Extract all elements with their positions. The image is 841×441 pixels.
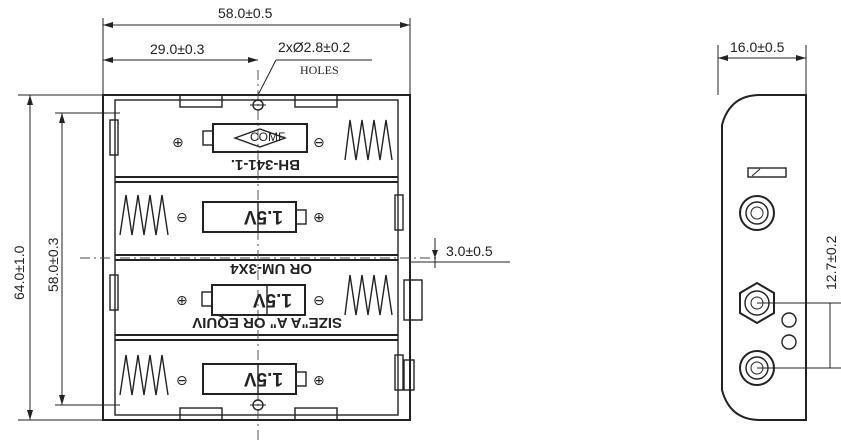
cell-2: ⊖ 1.5V ⊕ — [176, 201, 325, 233]
plus-symbol: ⊕ — [172, 134, 184, 150]
cell-voltage: 1.5V — [244, 206, 283, 227]
minus-symbol: ⊖ — [313, 292, 325, 308]
cell-1: ⊕ COMF ⊖ BH-341-1. — [172, 123, 325, 173]
holes-label: 2xØ2.8±0.2 — [278, 39, 350, 55]
side-terminal-upper — [739, 195, 775, 231]
overall-height-dimension: 64.0±1.0 — [11, 94, 103, 421]
overall-width-dimension: 58.0±0.5 — [102, 5, 411, 95]
springs — [119, 119, 393, 396]
logo-text: COMF — [250, 130, 285, 144]
cell-voltage: 1.5V — [253, 289, 292, 310]
front-view: 58.0±0.5 29.0±0.3 2xØ2.8±0.2 HOLES 64.0±… — [11, 5, 510, 441]
spring-4 — [119, 354, 169, 396]
holder-body — [102, 94, 423, 421]
or-text: OR UM-3X4 — [230, 260, 312, 277]
part-number: BH-341-1. — [231, 156, 300, 173]
depth-label: 16.0±0.5 — [730, 39, 785, 55]
size-text: SIZE"A A" OR EQUIV — [192, 314, 342, 331]
cell-voltage: 1.5V — [244, 368, 283, 389]
terminal-offset-dimension: 3.0±0.5 — [410, 238, 510, 268]
inner-height-dimension: 58.0±0.3 — [45, 112, 120, 406]
depth-dimension: 16.0±0.5 — [717, 39, 807, 95]
cell-3: OR UM-3X4 ⊕ 1.5V ⊖ SIZE"A A" OR EQUIV — [176, 260, 342, 331]
minus-symbol: ⊖ — [176, 372, 188, 388]
side-slot — [747, 167, 787, 178]
minus-symbol: ⊖ — [313, 134, 325, 150]
plus-symbol: ⊕ — [313, 372, 325, 388]
spring-1 — [344, 119, 393, 161]
mounting-holes — [250, 99, 266, 411]
spring-2 — [119, 194, 169, 236]
side-view: 16.0±0.5 — [717, 39, 841, 421]
side-terminal-lower — [739, 334, 797, 386]
holes-caption: HOLES — [300, 63, 339, 77]
plus-symbol: ⊕ — [313, 209, 325, 225]
terminal-spacing-dimension: 12.7±0.2 — [757, 235, 841, 369]
holes-callout: 2xØ2.8±0.2 HOLES — [257, 39, 372, 96]
spring-3 — [344, 274, 393, 316]
side-body — [721, 94, 807, 421]
terminal-spacing-label: 12.7±0.2 — [823, 235, 839, 290]
inner-height-label: 58.0±0.3 — [45, 237, 61, 292]
overall-height-label: 64.0±1.0 — [11, 245, 27, 300]
side-terminal-hex — [739, 281, 797, 328]
plus-symbol: ⊕ — [176, 292, 188, 308]
half-width-dimension: 29.0±0.3 — [103, 41, 258, 63]
terminal-offset-label: 3.0±0.5 — [446, 243, 493, 259]
overall-width-label: 58.0±0.5 — [218, 5, 273, 21]
half-width-label: 29.0±0.3 — [150, 41, 205, 57]
minus-symbol: ⊖ — [176, 209, 188, 225]
cell-4: ⊖ 1.5V ⊕ — [176, 363, 325, 395]
